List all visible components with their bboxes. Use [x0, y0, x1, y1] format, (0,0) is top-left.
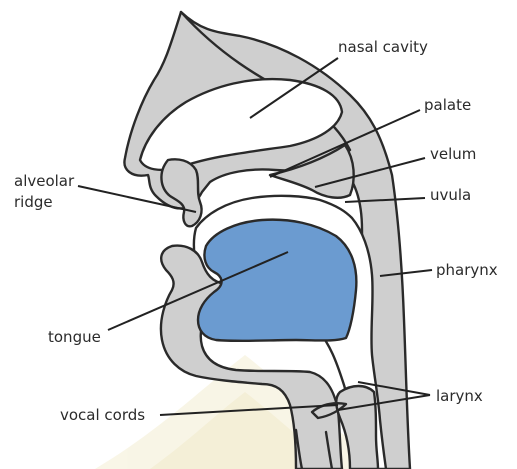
- label-pharynx: pharynx: [436, 261, 498, 279]
- label-velum: velum: [430, 145, 476, 163]
- upper-lip-tissue: [161, 159, 201, 226]
- label-alveolar-ridge-line1: alveolar: [14, 172, 75, 190]
- label-uvula: uvula: [430, 186, 471, 204]
- label-palate: palate: [424, 96, 471, 114]
- label-tongue: tongue: [48, 328, 101, 346]
- label-nasal-cavity: nasal cavity: [338, 38, 428, 56]
- label-vocal-cords: vocal cords: [60, 406, 145, 424]
- label-larynx: larynx: [436, 387, 483, 405]
- label-alveolar-ridge-line2: ridge: [14, 193, 53, 211]
